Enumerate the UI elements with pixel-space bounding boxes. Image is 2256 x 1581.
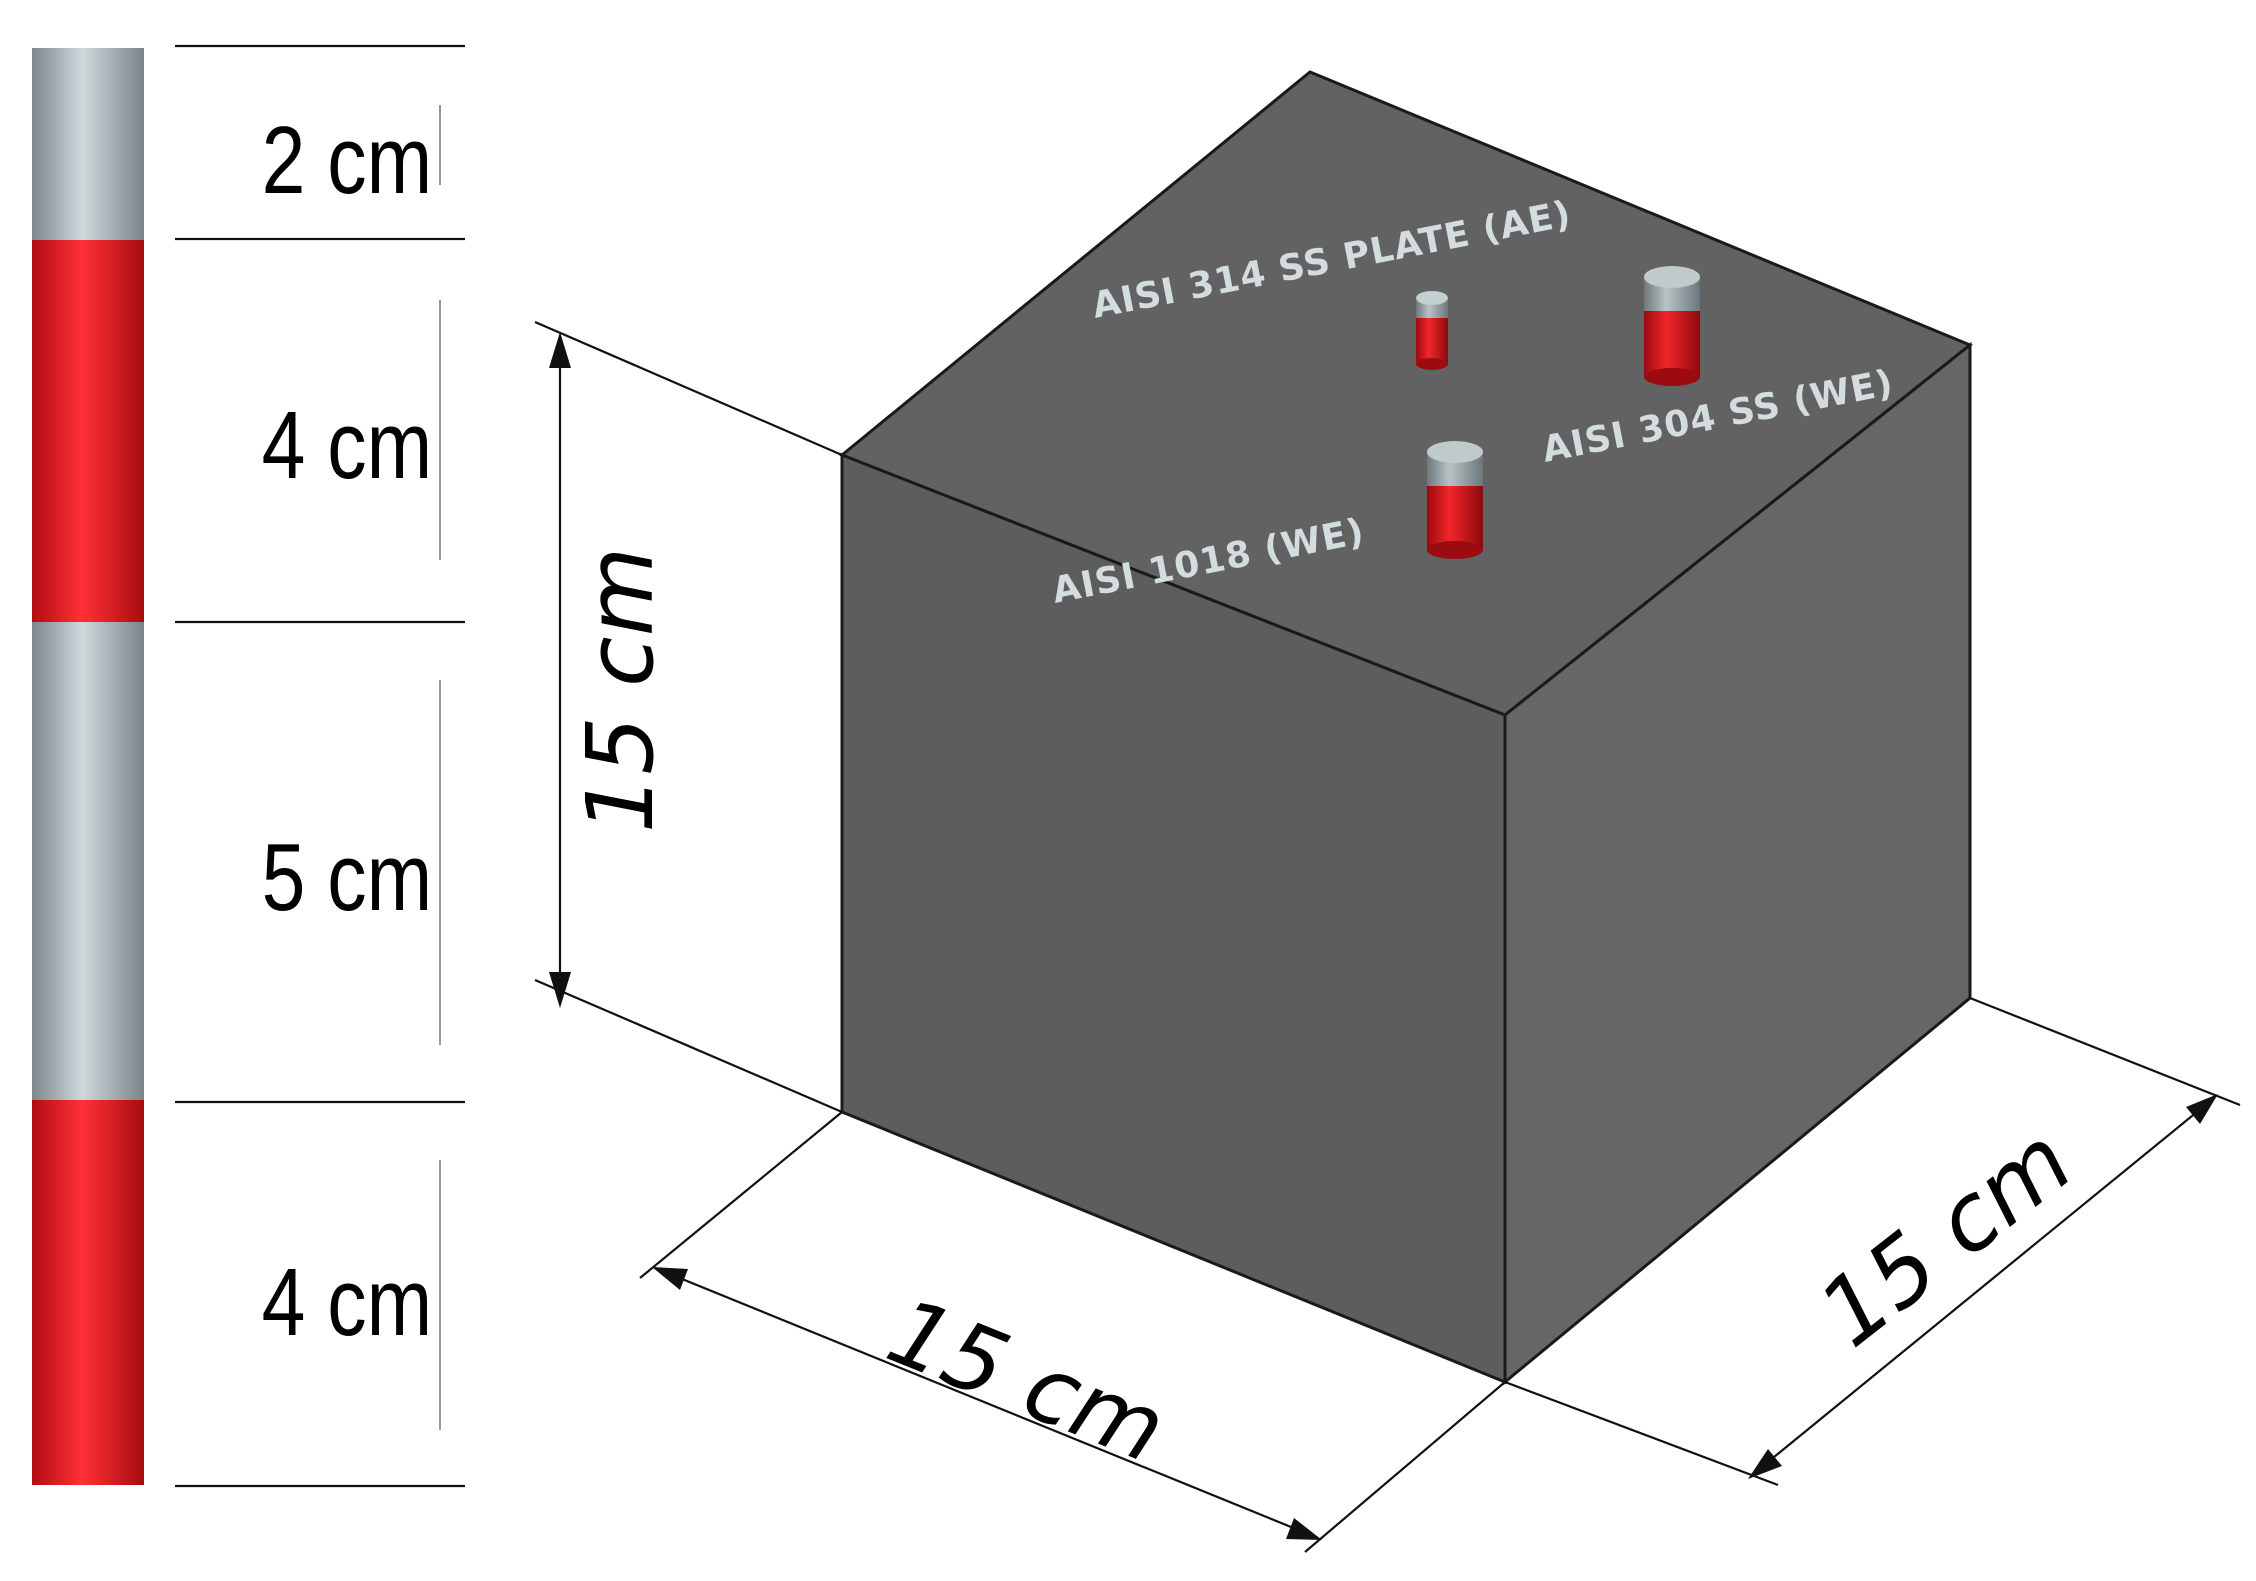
we-1018-electrode xyxy=(1427,441,1483,559)
rod-label-segment-1: 2 cm xyxy=(262,107,433,214)
rod-label-segment-2: 4 cm xyxy=(262,392,433,499)
concrete-cube xyxy=(839,70,1973,1386)
we-304-electrode xyxy=(1644,266,1700,386)
depth-dimension-label: 15 cm xyxy=(1800,1107,2092,1368)
rod-segment-red-upper xyxy=(32,240,144,622)
rod-dimension-lines xyxy=(175,44,465,1488)
rod-label-segment-4: 4 cm xyxy=(262,1249,433,1356)
rod-segment-gray-middle xyxy=(32,622,144,1100)
depth-dimension xyxy=(1504,996,2241,1487)
width-dimension xyxy=(639,1111,1506,1553)
width-dimension-label: 15 cm xyxy=(874,1278,1180,1485)
rod-label-segment-3: 5 cm xyxy=(262,824,433,931)
height-dimension-label: 15 cm xyxy=(567,547,674,834)
height-dimension xyxy=(534,320,843,1114)
rod-segment-gray-top xyxy=(32,48,144,240)
rod-segment-red-lower xyxy=(32,1100,144,1485)
electrode-rod xyxy=(32,48,144,1485)
ae-electrode xyxy=(1416,291,1448,370)
